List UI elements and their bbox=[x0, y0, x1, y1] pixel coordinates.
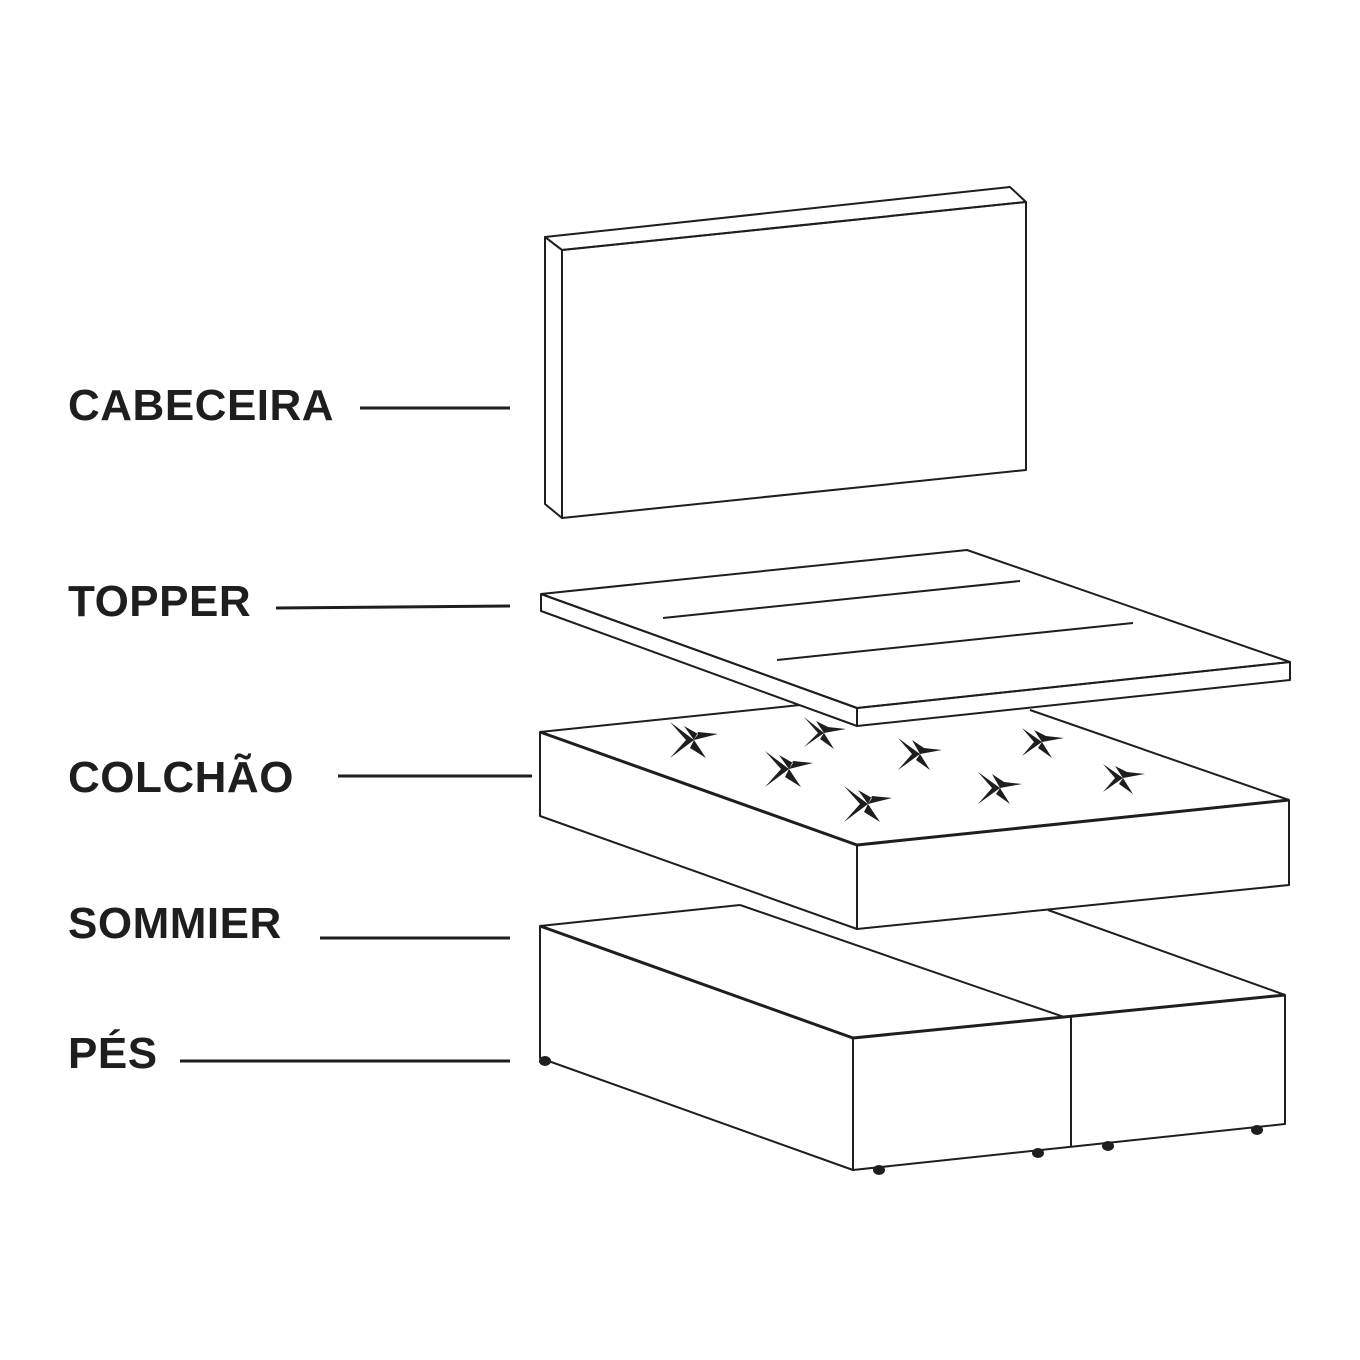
tuft-icon bbox=[1022, 728, 1064, 758]
sommier-shape bbox=[539, 904, 1286, 1171]
tuft-icon bbox=[898, 738, 942, 770]
leader-line-topper bbox=[275, 604, 511, 610]
label-sommier: SOMMIER bbox=[68, 899, 282, 948]
feet-shape bbox=[539, 1056, 1263, 1175]
topper-seam-1 bbox=[662, 580, 1021, 619]
foot-icon bbox=[1251, 1125, 1263, 1135]
topper-shape bbox=[540, 549, 1291, 727]
mattress-shape bbox=[539, 704, 1290, 930]
mattress-tufts bbox=[670, 717, 1145, 822]
label-cabeceira: CABECEIRA bbox=[68, 381, 335, 430]
foot-icon bbox=[539, 1056, 551, 1066]
tuft-icon bbox=[670, 722, 718, 758]
label-topper: TOPPER bbox=[68, 577, 252, 626]
tuft-icon bbox=[804, 717, 846, 749]
tuft-icon bbox=[765, 751, 813, 787]
foot-icon bbox=[1102, 1141, 1114, 1151]
tuft-icon bbox=[844, 786, 892, 822]
label-pes: PÉS bbox=[68, 1029, 158, 1078]
tuft-icon bbox=[978, 772, 1022, 804]
foot-icon bbox=[1032, 1148, 1044, 1158]
headboard-shape bbox=[544, 186, 1027, 519]
leader-lines bbox=[180, 406, 532, 1063]
tuft-icon bbox=[1103, 764, 1145, 794]
foot-icon bbox=[873, 1165, 885, 1175]
label-colchao: COLCHÃO bbox=[68, 753, 294, 802]
topper-seam-2 bbox=[776, 622, 1134, 661]
